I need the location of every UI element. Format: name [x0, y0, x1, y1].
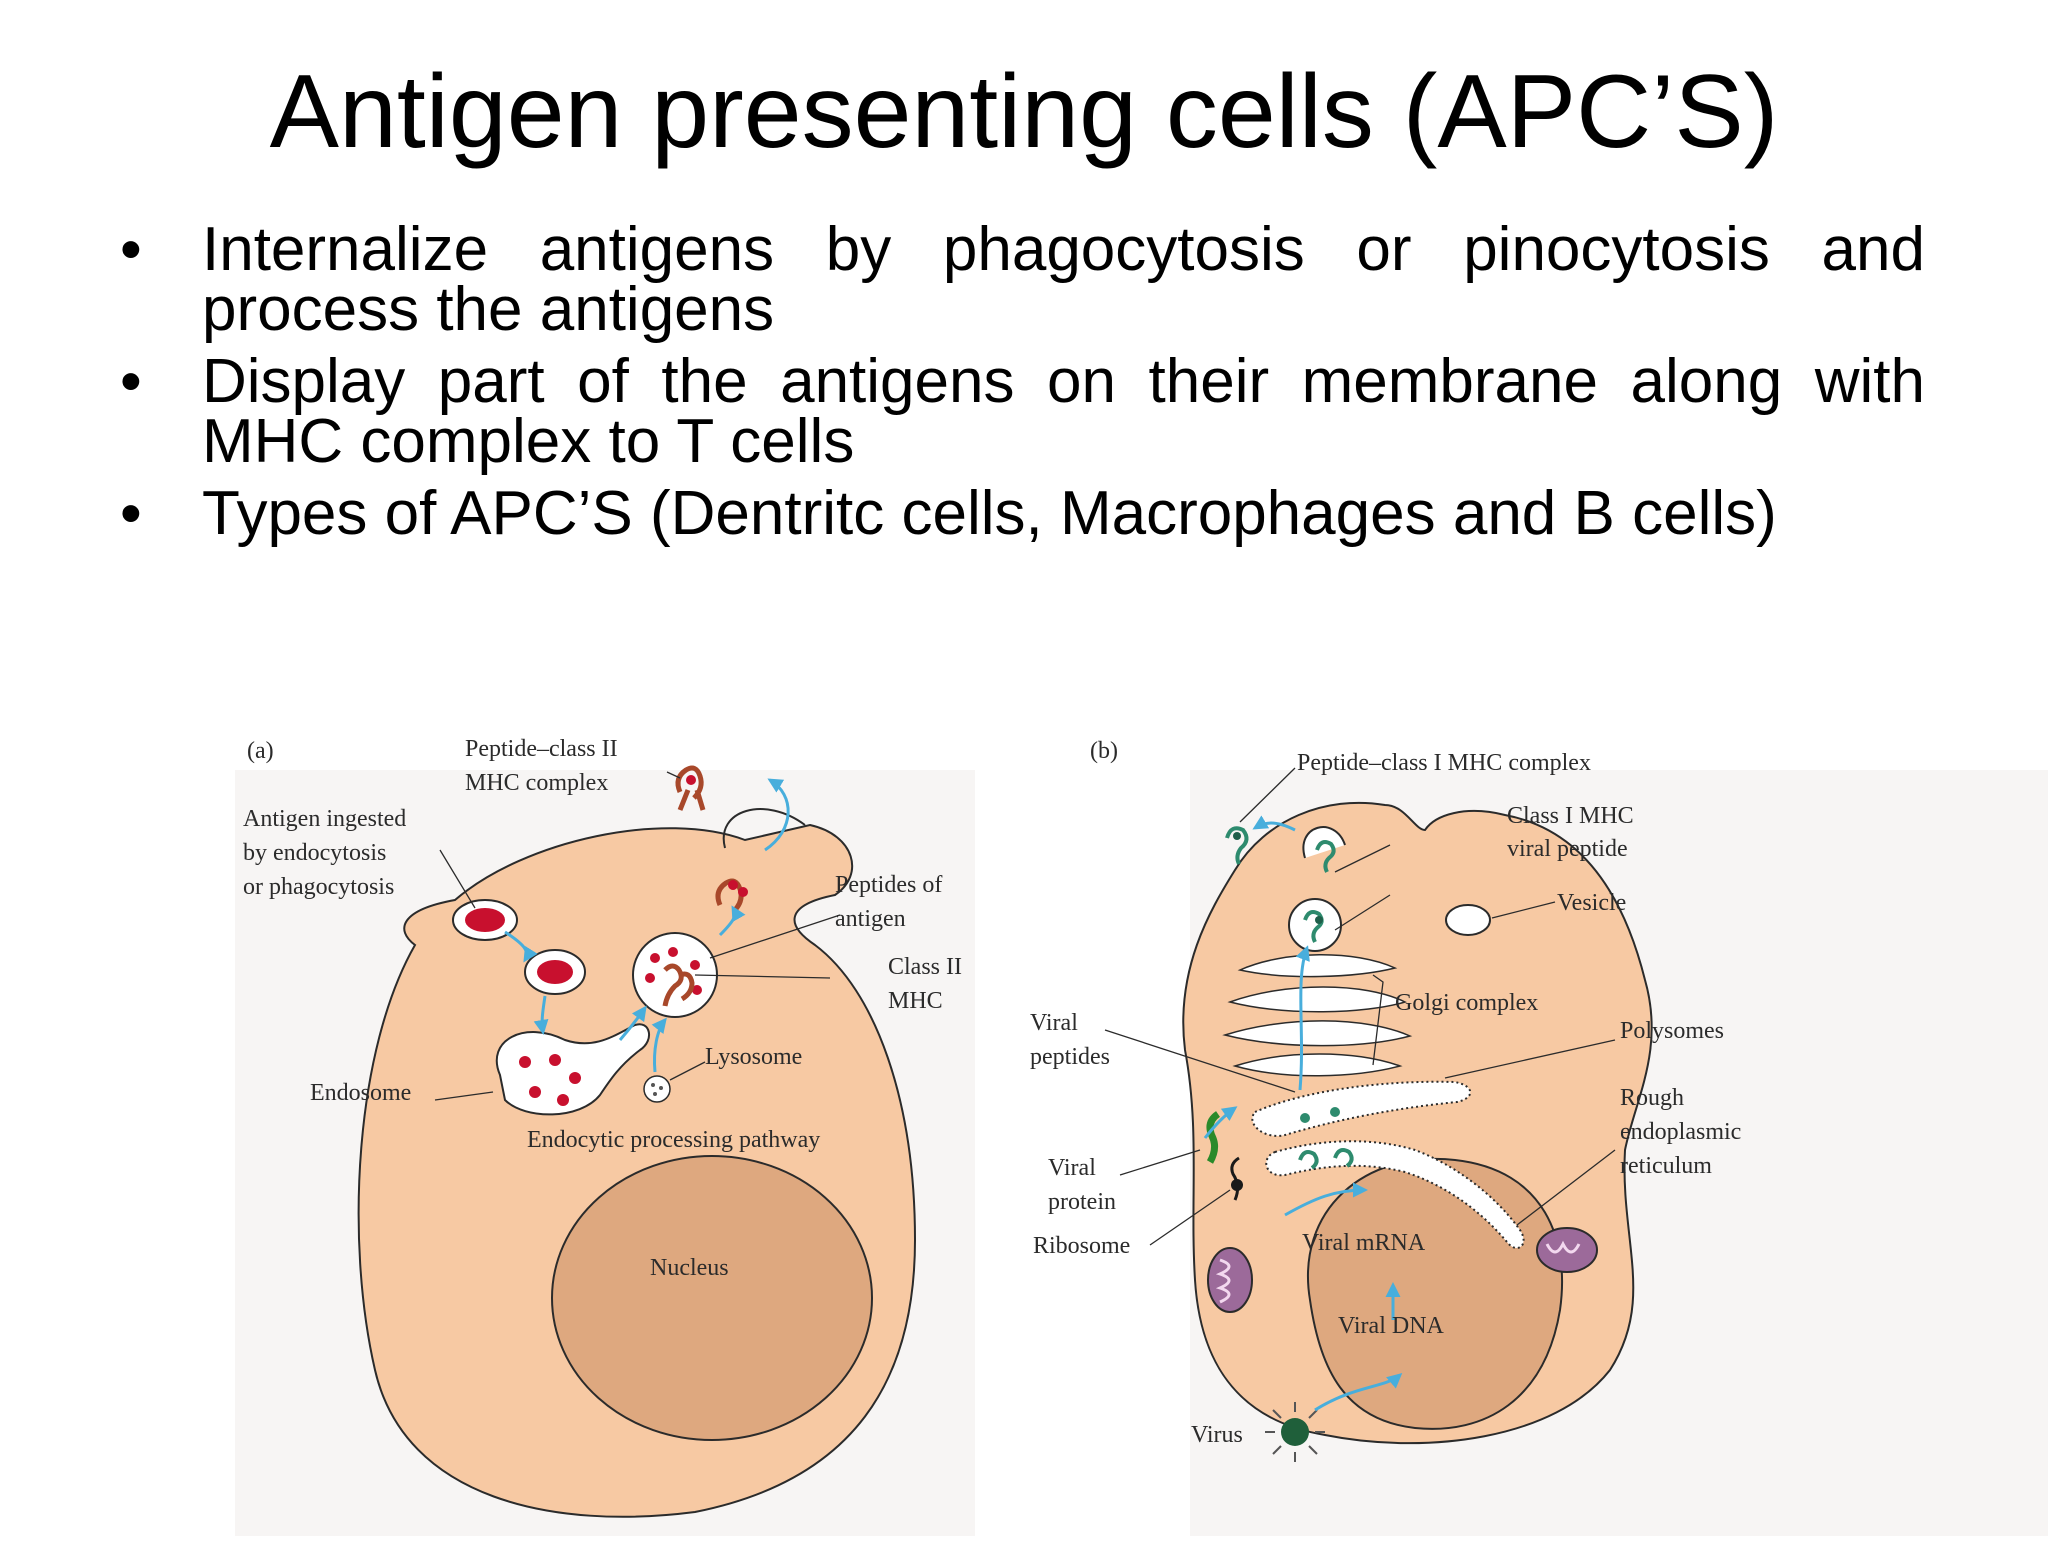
- endosome: [495, 1023, 650, 1116]
- label-viral-peptides-line1: Viral: [1030, 1010, 1078, 1036]
- peptide-class2-complex: [675, 765, 706, 811]
- class1-vesicle: [1288, 898, 1342, 952]
- membrane-pocket: [722, 808, 806, 849]
- vesicle-empty: [1445, 904, 1491, 936]
- peptide-class1-complex: [1225, 826, 1249, 865]
- label-polysomes: Polysomes: [1620, 1018, 1724, 1044]
- mitochondrion-right: [1536, 1227, 1598, 1273]
- class2-mhc-surface: [715, 878, 748, 913]
- label-viral-protein-line2: protein: [1048, 1189, 1116, 1215]
- label-antigen-ingested-line1: Antigen ingested: [243, 806, 406, 832]
- bullet-item: • Display part of the antigens on their m…: [120, 347, 1925, 473]
- nucleus-b: [1307, 1157, 1564, 1430]
- rough-er: [1251, 1080, 1525, 1249]
- virus-particle: [1265, 1402, 1325, 1462]
- label-peptide-class2-line2: MHC complex: [465, 770, 608, 796]
- label-rough-er-line3: reticulum: [1620, 1153, 1712, 1179]
- bullet-dot: •: [120, 479, 142, 548]
- mitochondrion-left: [1207, 1247, 1253, 1313]
- label-nucleus: Nucleus: [650, 1255, 729, 1281]
- label-peptide-class1-complex: Peptide–class I MHC complex: [1297, 750, 1591, 776]
- label-golgi-complex: Golgi complex: [1395, 990, 1538, 1016]
- panel-b-tag: (b): [1090, 738, 1118, 764]
- bullet-list: • Internalize antigens by phagocytosis or…: [120, 215, 1925, 556]
- golgi-complex: [1222, 954, 1413, 1077]
- panel-a-tag: (a): [247, 738, 274, 764]
- label-peptides-of-antigen-line2: antigen: [835, 906, 906, 932]
- label-endosome: Endosome: [310, 1080, 411, 1106]
- label-endocytic-pathway: Endocytic processing pathway: [527, 1127, 820, 1153]
- label-class1-mhc-line1: Class I MHC: [1507, 803, 1634, 829]
- label-vesicle: Vesicle: [1557, 890, 1626, 916]
- slide-title: Antigen presenting cells (APC’S): [269, 54, 1779, 170]
- label-ribosome: Ribosome: [1033, 1233, 1130, 1259]
- processing-vesicle: [632, 932, 718, 1018]
- ingested-antigen-vesicle: [452, 899, 518, 941]
- leader-lines-b: [1104, 767, 1616, 1246]
- label-class2-line2: MHC: [888, 988, 943, 1014]
- label-lysosome: Lysosome: [705, 1044, 802, 1070]
- label-rough-er-line2: endoplasmic: [1620, 1119, 1741, 1145]
- leader-lines-a: [434, 771, 841, 1101]
- panel-a: (a) Peptide–class II MHC complex Antigen…: [235, 736, 975, 1536]
- panel-b: (b) Peptide–class I MHC complex Class I …: [1030, 738, 2048, 1536]
- ribosome-particle: [1230, 1156, 1243, 1201]
- bullet-dot: •: [120, 347, 142, 416]
- bullet-text: Internalize antigens by phagocytosis or …: [202, 215, 1925, 344]
- bullet-dot: •: [120, 215, 142, 284]
- label-peptides-of-antigen-line1: Peptides of: [835, 872, 942, 898]
- class1-mhc-surface: [1302, 826, 1346, 873]
- label-antigen-ingested-line2: by endocytosis: [243, 840, 386, 866]
- bullet-item: • Internalize antigens by phagocytosis or…: [120, 215, 1925, 341]
- label-class2-line1: Class II: [888, 954, 962, 980]
- label-rough-er-line1: Rough: [1620, 1085, 1684, 1111]
- nucleus-a: [551, 1155, 873, 1441]
- lysosome: [643, 1075, 671, 1103]
- apc-diagram-figure: (a) Peptide–class II MHC complex Antigen…: [225, 720, 2048, 1541]
- endocytic-vesicle: [524, 949, 586, 995]
- apc-diagram-svg: (a) Peptide–class II MHC complex Antigen…: [235, 736, 2048, 1536]
- label-viral-peptides-line2: peptides: [1030, 1044, 1110, 1070]
- label-viral-mrna: Viral mRNA: [1302, 1230, 1426, 1256]
- label-virus: Virus: [1191, 1422, 1243, 1448]
- pathway-arrows-b: [1203, 815, 1403, 1412]
- pathway-arrows: [504, 778, 790, 1073]
- label-peptide-class2-line1: Peptide–class II: [465, 736, 618, 762]
- label-viral-protein-line1: Viral: [1048, 1155, 1096, 1181]
- label-antigen-ingested-line3: or phagocytosis: [243, 874, 394, 900]
- bullet-text: Types of APC’S (Dentritc cells, Macropha…: [202, 479, 1777, 548]
- bullet-item: • Types of APC’S (Dentritc cells, Macroph…: [120, 479, 1925, 548]
- viral-protein-strand: [1206, 1111, 1221, 1164]
- bullet-text: Display part of the antigens on their me…: [202, 347, 1925, 476]
- label-viral-dna: Viral DNA: [1338, 1313, 1445, 1339]
- label-class1-mhc-line2: viral peptide: [1507, 836, 1628, 862]
